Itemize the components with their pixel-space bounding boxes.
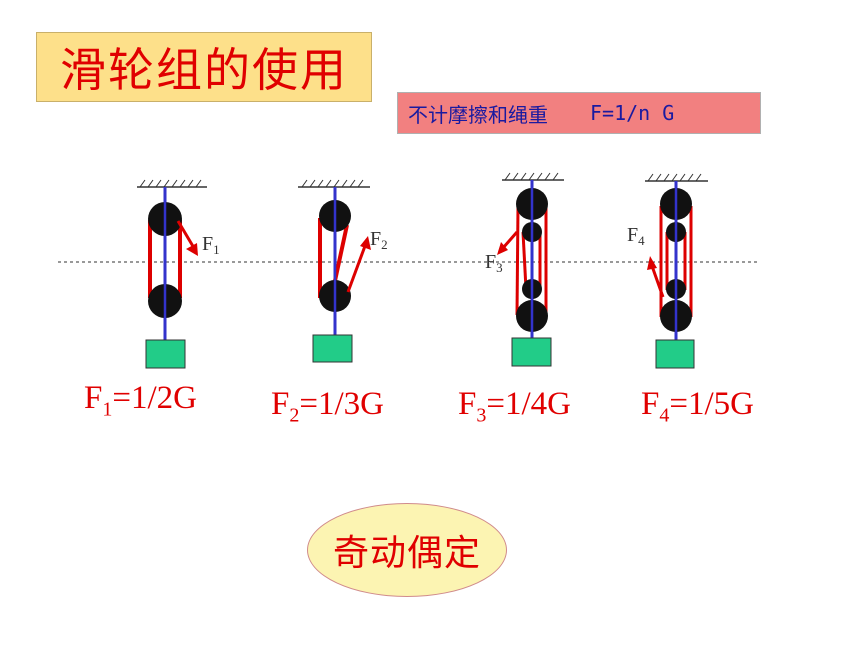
pulley-system-3: F3 [485, 172, 564, 367]
formula-3: F3=1/4G [458, 386, 571, 427]
rule-box: 不计摩擦和绳重 F=1/n G [397, 92, 761, 134]
title-box: 滑轮组的使用 [36, 32, 372, 102]
rule-text: 不计摩擦和绳重 [408, 102, 548, 127]
page-title: 滑轮组的使用 [60, 43, 348, 97]
pull-rope-4 [650, 265, 665, 298]
pull-rope-1 [176, 220, 196, 249]
pull-rope-2 [346, 245, 367, 293]
ceiling-hatch-2 [301, 179, 364, 188]
mnemonic-oval: 奇动偶定 [307, 503, 507, 597]
rule-formula: F=1/n G [590, 101, 675, 125]
pulley-system-1: F1 [137, 179, 220, 369]
formula-2: F2=1/3G [271, 386, 384, 427]
force-label-3: F3 [485, 251, 503, 275]
rope-3a [515, 205, 520, 316]
pulley-system-2: F2 [298, 179, 388, 363]
formula-4: F4=1/5G [641, 386, 754, 427]
arrow-1 [186, 243, 198, 256]
weight-1 [145, 339, 186, 369]
weight-2 [312, 334, 353, 363]
arrow-3 [497, 242, 508, 255]
pull-rope-3 [501, 231, 519, 249]
weight-4 [655, 339, 695, 369]
mnemonic-text: 奇动偶定 [332, 533, 481, 574]
ceiling-hatch-4 [647, 173, 702, 182]
rope-3c [521, 231, 528, 290]
force-label-4: F4 [627, 224, 645, 248]
force-label-1: F1 [202, 233, 220, 257]
force-label-2: F2 [370, 228, 388, 252]
arrow-4 [647, 256, 657, 270]
weight-3 [511, 337, 552, 367]
formula-1: F1=1/2G [84, 380, 197, 421]
ceiling-hatch-3 [504, 172, 559, 181]
arrow-2 [360, 236, 371, 250]
ceiling-hatch-1 [139, 179, 202, 188]
pulley-system-4: F4 [627, 173, 708, 369]
